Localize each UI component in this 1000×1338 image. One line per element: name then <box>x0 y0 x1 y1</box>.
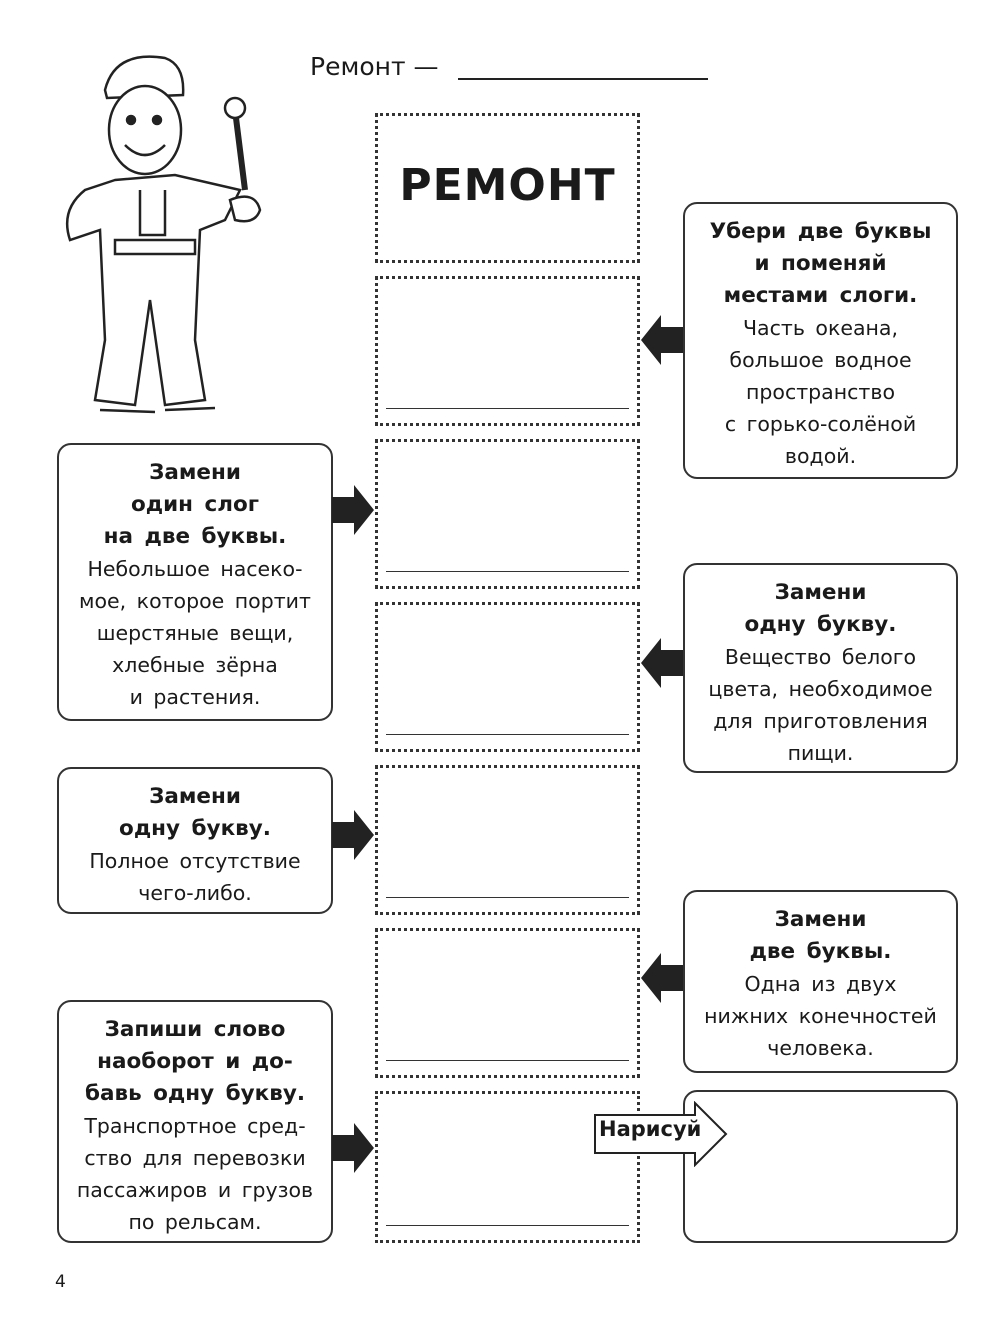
arrow-left-icon <box>641 315 683 365</box>
clue-text: нижних конечностей <box>704 1004 937 1028</box>
clue-text: цвета, необходимое <box>708 677 933 701</box>
answer-line-3[interactable] <box>386 734 629 735</box>
clue-text: водой. <box>784 444 857 468</box>
clue-instruction: местами слоги. <box>723 283 918 308</box>
clue-text: и растения. <box>129 685 261 709</box>
clue-text: хлебные зёрна <box>112 653 278 677</box>
answer-line-4[interactable] <box>386 897 629 898</box>
answer-line-5[interactable] <box>386 1060 629 1061</box>
start-word: РЕМОНТ <box>399 160 616 211</box>
clue-card-1: Убери две буквы и поменяй местами слоги. Ч… <box>683 202 958 479</box>
arrow-left-icon <box>641 953 683 1003</box>
clue-text: Вещество белого <box>724 645 917 669</box>
draw-label: Нарисуй <box>599 1117 702 1141</box>
arrow-right-icon <box>332 1123 374 1173</box>
clue-instruction: на две буквы. <box>103 524 287 549</box>
clue-text: по рельсам. <box>128 1210 262 1234</box>
clue-text: большое водное <box>729 348 912 372</box>
mechanic-illustration <box>65 55 262 414</box>
word-cell-4 <box>375 765 640 915</box>
clue-card-3: Замени одну букву. Вещество белого цвета, … <box>683 563 958 773</box>
clue-card-2: Замени один слог на две буквы. Небольшое н… <box>57 443 333 721</box>
clue-instruction: бавь одну букву. <box>84 1081 306 1106</box>
clue-instruction: одну букву. <box>744 612 897 637</box>
word-cell-2 <box>375 439 640 589</box>
clue-text: пищи. <box>787 741 854 765</box>
answer-title-line[interactable] <box>458 78 708 80</box>
clue-text: шерстяные вещи, <box>96 621 294 645</box>
header-label: Ремонт — <box>310 52 439 81</box>
answer-line-1[interactable] <box>386 408 629 409</box>
word-cell-title: РЕМОНТ <box>375 113 640 263</box>
word-cell-1 <box>375 276 640 426</box>
clue-card-5: Замени две буквы. Одна из двух нижних коне… <box>683 890 958 1073</box>
clue-text: для приготовления <box>713 709 928 733</box>
clue-instruction: Запиши слово <box>104 1017 286 1042</box>
arrow-right-icon <box>332 485 374 535</box>
word-cell-3 <box>375 602 640 752</box>
clue-text: ство для перевозки <box>84 1146 306 1170</box>
arrow-right-icon <box>332 810 374 860</box>
clue-instruction: Замени <box>149 460 241 485</box>
page-number: 4 <box>55 1272 66 1292</box>
clue-instruction: Убери две буквы <box>709 219 932 244</box>
clue-text: Полное отсутствие <box>89 849 301 873</box>
clue-text: человека. <box>767 1036 874 1060</box>
clue-instruction: Замени <box>774 580 867 605</box>
clue-instruction: Замени <box>149 784 241 809</box>
clue-text: мое, которое портит <box>79 589 311 613</box>
drawing-box[interactable] <box>683 1090 958 1243</box>
clue-instruction: одну букву. <box>119 816 271 841</box>
clue-instruction: Замени <box>774 907 867 932</box>
clue-card-4: Замени одну букву. Полное отсутствие чего-… <box>57 767 333 914</box>
clue-text: пассажиров и грузов <box>76 1178 314 1202</box>
clue-text: Одна из двух <box>744 972 897 996</box>
clue-text: Небольшое насеко- <box>87 557 303 581</box>
clue-text: с горько-солёной <box>724 412 917 436</box>
draw-arrow-icon <box>594 1101 728 1167</box>
clue-instruction: один слог <box>130 492 260 517</box>
word-cell-6 <box>375 1091 640 1243</box>
word-cell-5 <box>375 928 640 1078</box>
clue-text: Часть океана, <box>742 316 898 340</box>
clue-text: чего-либо. <box>138 881 252 905</box>
clue-text: Транспортное сред- <box>84 1114 306 1138</box>
clue-instruction: две буквы. <box>749 939 892 964</box>
arrow-left-icon <box>641 638 683 688</box>
clue-instruction: и поменяй <box>754 251 887 276</box>
answer-line-2[interactable] <box>386 571 629 572</box>
clue-card-6: Запиши слово наоборот и до-бавь одну букв… <box>57 1000 333 1243</box>
clue-instruction: наоборот и до- <box>97 1049 293 1074</box>
answer-line-6[interactable] <box>386 1225 629 1226</box>
clue-text: пространство <box>746 380 895 404</box>
